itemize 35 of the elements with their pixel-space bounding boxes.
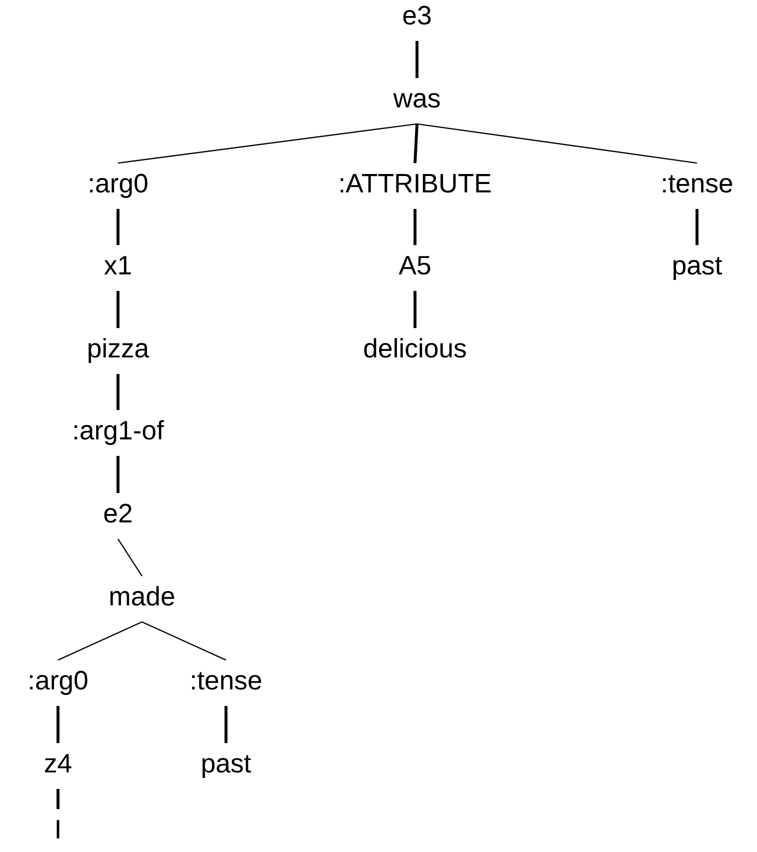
tree-branch [116, 374, 120, 410]
tree-label: e2 [104, 504, 132, 523]
tree-label: made [110, 586, 174, 606]
tree-label: :ATTRIBUTE [340, 174, 491, 193]
tree-branch [414, 124, 418, 164]
tree-branch [414, 290, 416, 328]
tree-branch [416, 123, 698, 164]
tree-label: A5 [398, 256, 430, 275]
tree-label: past [674, 257, 722, 280]
tree-label: delicious [364, 338, 466, 358]
tree-label: :arg1-of [74, 420, 164, 445]
tree-branch [58, 621, 142, 661]
tree-branch [118, 538, 142, 576]
tree-label: pizza [88, 338, 150, 363]
tree-branch [116, 208, 120, 246]
tree-label: :tense [192, 672, 262, 690]
tree-branch [696, 208, 698, 246]
tree-branch [416, 40, 418, 78]
tree-branch [56, 706, 60, 744]
tree-label: past [202, 755, 251, 778]
tree-label: e3 [403, 6, 431, 25]
tree-branch [224, 706, 228, 744]
tree-label: :arg0 [90, 174, 148, 198]
tree-label: :tense [663, 175, 732, 193]
tree-branch [116, 290, 120, 328]
tree-label: x1 [104, 256, 131, 274]
tree-branch [118, 123, 418, 164]
tree-branch [116, 456, 120, 494]
tree-label: was [393, 93, 440, 108]
tree-label: :arg0 [30, 670, 88, 695]
tree-branch [414, 208, 416, 246]
tree-label: I [56, 820, 60, 838]
tree-branch [56, 788, 60, 810]
tree-label: z4 [45, 754, 72, 772]
tree-branch [142, 621, 226, 661]
